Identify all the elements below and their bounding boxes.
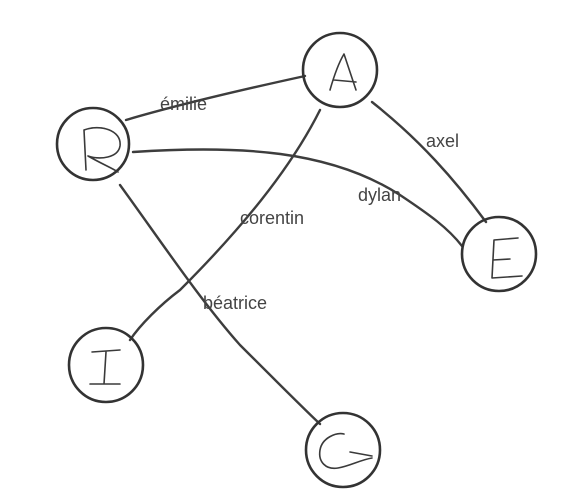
node-r — [55, 106, 131, 182]
node-a-circle — [301, 31, 379, 109]
node-g-glyph — [318, 432, 373, 470]
edge-r-e — [131, 148, 464, 248]
edge-label-a-e: axel — [426, 131, 460, 151]
node-r-circle — [55, 106, 131, 182]
edge-a-i — [128, 108, 322, 342]
node-a — [301, 31, 379, 109]
edge-label-r-e: dylan — [358, 185, 402, 205]
node-e — [460, 215, 538, 293]
node-a-glyph — [329, 53, 357, 91]
node-r-glyph — [83, 126, 121, 173]
node-g — [304, 411, 382, 489]
edge-r-g — [118, 183, 322, 426]
node-i-circle — [67, 326, 145, 404]
node-i-glyph — [89, 349, 121, 385]
node-e-circle — [460, 215, 538, 293]
edge-a-e — [370, 100, 488, 224]
edge-r-a — [124, 74, 307, 122]
edge-label-r-a: émilie — [160, 94, 208, 114]
node-e-glyph — [491, 237, 523, 279]
edge-label-a-i: corentin — [240, 208, 305, 228]
node-g-circle — [304, 411, 382, 489]
edge-label-r-g: béatrice — [203, 293, 268, 313]
node-i — [67, 326, 145, 404]
